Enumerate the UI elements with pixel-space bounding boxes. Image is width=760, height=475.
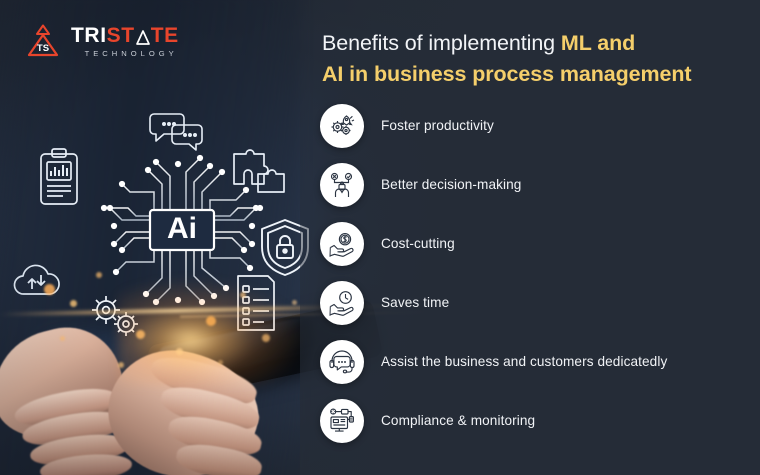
ai-chip-label: Ai xyxy=(167,212,197,245)
warm-glow xyxy=(118,276,308,386)
headline-plain: Benefits of implementing xyxy=(322,31,561,55)
list-item-label: Cost-cutting xyxy=(381,235,455,251)
headset-chat-icon xyxy=(320,340,364,384)
list-item-label: Better decision-making xyxy=(381,176,522,192)
logo-word-triangle-a xyxy=(135,28,150,45)
monitor-workflow-icon xyxy=(320,399,364,443)
benefits-list: Foster productivity xyxy=(320,104,740,443)
logo-word-part4: TE xyxy=(150,23,179,47)
list-item-label: Saves time xyxy=(381,294,450,310)
chat-bubbles-icon xyxy=(149,113,203,151)
list-item-label: Foster productivity xyxy=(381,117,494,133)
list-item-label: Compliance & monitoring xyxy=(381,412,536,428)
triangle-monogram-icon: TS xyxy=(24,24,62,58)
logo-tagline: TECHNOLOGY xyxy=(84,48,178,58)
clipboard-chart-icon xyxy=(40,148,78,205)
headline-gold-1: ML and xyxy=(560,31,636,55)
gears-rocket-icon xyxy=(320,104,364,148)
logo-monogram-text: TS xyxy=(37,43,49,54)
list-item[interactable]: Saves time xyxy=(320,281,740,325)
list-item-label: Assist the business and customers dedica… xyxy=(381,353,668,369)
headline-gold-2: AI in business process management xyxy=(322,61,692,86)
cloud-sync-icon xyxy=(13,264,60,295)
list-item[interactable]: Assist the business and customers dedica… xyxy=(320,340,740,384)
list-item[interactable]: Foster productivity xyxy=(320,104,740,148)
puzzle-pieces-icon xyxy=(233,149,285,193)
person-choice-icon xyxy=(320,163,364,207)
hand-money-icon xyxy=(320,222,364,266)
hand-clock-icon xyxy=(320,281,364,325)
list-item[interactable]: Better decision-making xyxy=(320,163,740,207)
page-title: Benefits of implementing ML and AI in bu… xyxy=(322,28,734,89)
logo-word-part1: TRI xyxy=(71,23,107,47)
list-item[interactable]: Cost-cutting xyxy=(320,222,740,266)
list-item[interactable]: Compliance & monitoring xyxy=(320,399,740,443)
right-panel xyxy=(300,0,760,475)
logo-word-part2: ST xyxy=(106,23,135,47)
